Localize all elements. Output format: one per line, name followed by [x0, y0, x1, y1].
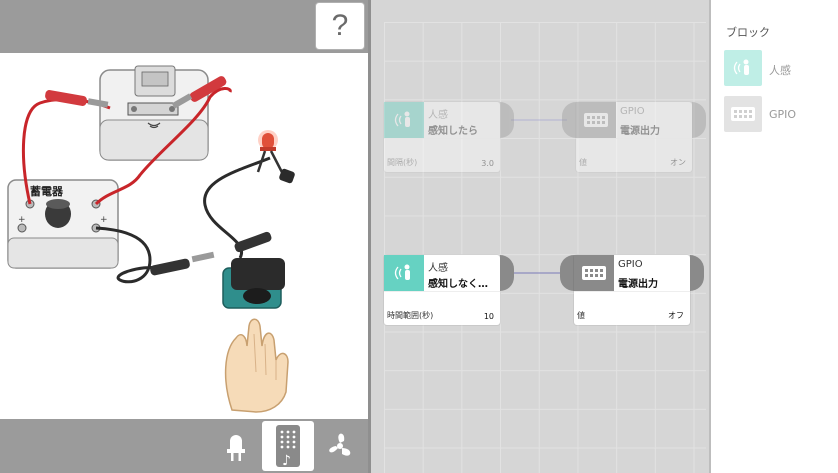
motion-sensor-module[interactable]	[99, 65, 209, 161]
block-name: GPIO	[620, 106, 645, 117]
led-icon	[227, 435, 245, 461]
block-title: 感知しなく…	[428, 279, 488, 290]
param-value[interactable]: 3.0	[481, 159, 494, 168]
palette-item-label: GPIO	[769, 108, 797, 121]
motion-sensor-icon	[384, 102, 424, 138]
battery-label: 蓄電器	[30, 184, 64, 198]
param-value[interactable]: オフ	[668, 311, 684, 320]
output-port[interactable]	[692, 102, 706, 138]
block-title: 電源出力	[620, 126, 660, 137]
led-tool-button[interactable]	[210, 421, 262, 471]
speaker-component[interactable]	[222, 258, 285, 309]
gpio-block-on[interactable]: GPIO 電源出力 値 オン	[562, 102, 708, 172]
hand-illustration	[224, 318, 289, 413]
sensor-block-detected[interactable]: 人感 感知したら 間隔(秒) 3.0	[384, 102, 514, 172]
block-title: 感知したら	[428, 126, 478, 137]
help-button[interactable]: ?	[315, 2, 365, 50]
input-port[interactable]	[562, 102, 576, 138]
motion-sensor-icon	[384, 255, 424, 291]
fan-tool-button[interactable]	[314, 421, 366, 471]
block-name: 人感	[428, 110, 448, 121]
block-title: 電源出力	[618, 279, 658, 290]
simulation-pane: ? 蓄電器	[0, 0, 368, 473]
sensor-block-not-detected[interactable]: 人感 感知しなく… 時間範囲(秒) 10	[384, 255, 514, 325]
block-name: GPIO	[618, 259, 643, 270]
block-name: 人感	[428, 263, 448, 274]
svg-text:+: +	[100, 215, 108, 225]
output-port[interactable]	[500, 102, 514, 138]
input-port[interactable]	[560, 255, 574, 291]
param-value[interactable]: オン	[670, 158, 686, 167]
param-label: 値	[579, 158, 587, 167]
simulation-toolbar	[0, 0, 368, 53]
fan-icon	[329, 433, 351, 456]
param-value[interactable]: 10	[483, 312, 494, 321]
output-port[interactable]	[500, 255, 514, 291]
gpio-icon[interactable]	[724, 96, 762, 132]
speaker-note-icon: ♪	[276, 425, 300, 469]
buzzer-tool-button[interactable]: ♪	[262, 421, 314, 471]
palette-title: ブロック	[726, 26, 770, 39]
gpio-block-off[interactable]: GPIO 電源出力 値 オフ	[560, 255, 708, 325]
led-component[interactable]	[256, 130, 296, 184]
pane-divider[interactable]	[368, 0, 371, 473]
output-port[interactable]	[690, 255, 704, 291]
svg-text:+: +	[18, 215, 26, 225]
param-label: 間隔(秒)	[387, 158, 418, 167]
gpio-icon	[574, 255, 614, 291]
param-label: 時間範囲(秒)	[387, 311, 434, 320]
param-label: 値	[577, 311, 585, 320]
battery-module[interactable]: 蓄電器 + +	[7, 179, 119, 269]
workspace-grid	[384, 22, 706, 473]
connection-lines	[511, 119, 567, 274]
gpio-icon	[576, 102, 616, 138]
block-palette: ブロック 人感 GPIO	[709, 0, 838, 473]
circuit-stage: 蓄電器 + +	[0, 53, 368, 419]
motion-sensor-icon[interactable]	[724, 50, 762, 86]
svg-text:♪: ♪	[282, 453, 291, 469]
palette-item-label: 人感	[769, 64, 791, 77]
